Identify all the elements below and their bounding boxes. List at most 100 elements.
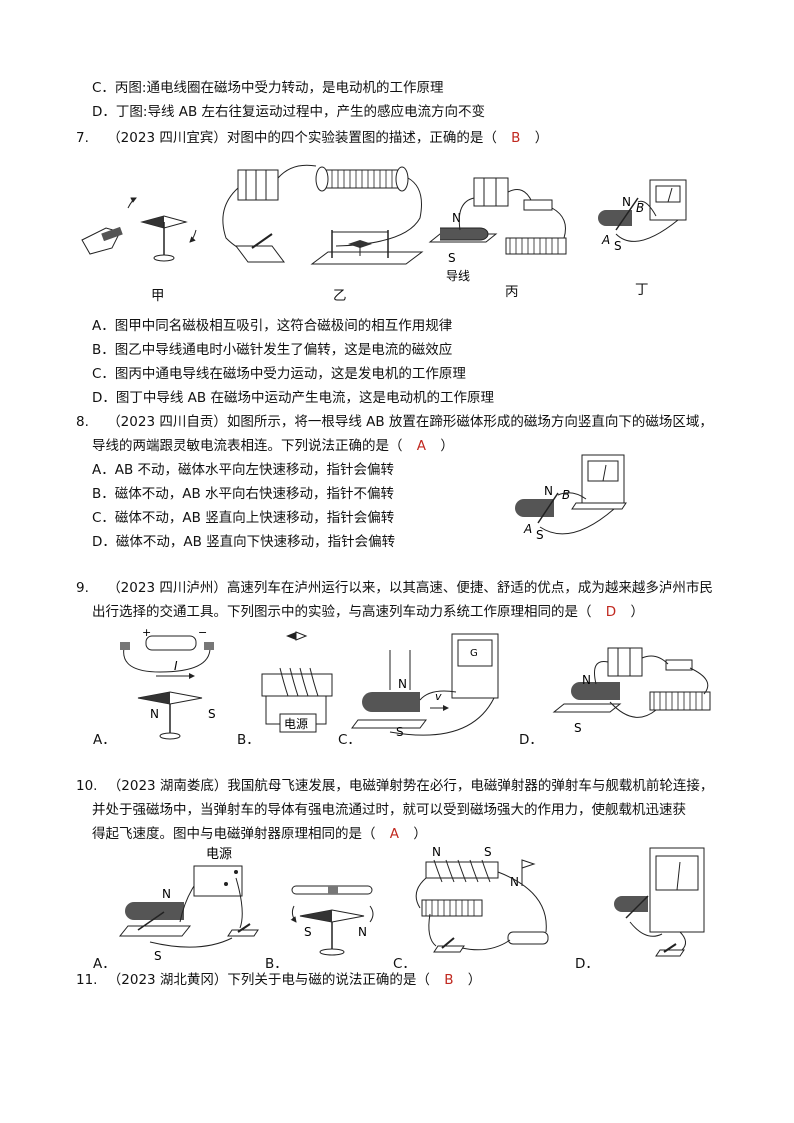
answer-mark: B xyxy=(511,130,521,146)
svg-text:S: S xyxy=(614,239,622,253)
svg-text:S: S xyxy=(208,707,216,721)
question-stem-end: ） xyxy=(413,826,427,842)
svg-text:电源: 电源 xyxy=(284,717,308,731)
caption-bing: 丙 xyxy=(505,284,519,300)
q9-fig-b: 电源 xyxy=(261,631,333,733)
answer-mark: A xyxy=(416,438,427,454)
q9-figure: + − I N S 电源 N S v G N xyxy=(120,626,711,740)
q6-option-c: C．丙图:通电线圈在磁场中受力转动，是电动机的工作原理 xyxy=(92,80,444,96)
q10-stem-line3: 得起飞速度。图中与电磁弹射器原理相同的是（ A ） xyxy=(92,824,427,844)
question-stem: 得起飞速度。图中与电磁弹射器原理相同的是（ xyxy=(92,826,376,842)
q9-label-b: B． xyxy=(237,732,260,748)
q8-option-a: A．AB 不动，磁体水平向左快速移动，指针会偏转 xyxy=(92,462,395,478)
svg-text:N: N xyxy=(432,845,441,859)
svg-text:S: S xyxy=(574,721,582,735)
q9-fig-a: + − I N S xyxy=(120,626,216,740)
question-number: 9. xyxy=(76,580,89,596)
question-stem: 导线的两端跟灵敏电流表相连。下列说法正确的是（ xyxy=(92,438,403,454)
q8-stem-line2: 导线的两端跟灵敏电流表相连。下列说法正确的是（ A ） xyxy=(92,436,454,456)
question-stem-end: ） xyxy=(440,438,454,454)
question-number: 7. xyxy=(76,130,89,146)
fig-yi-oersted xyxy=(222,164,424,265)
q11-stem: 11. （2023 湖北黄冈）下列关于电与磁的说法正确的是（ B ） xyxy=(76,970,481,990)
q7-option-c: C．图丙中通电导线在磁场中受力运动，这是发电机的工作原理 xyxy=(92,366,466,382)
q9-label-d: D． xyxy=(519,732,543,748)
fig-ding-generator: N B A S xyxy=(598,179,687,253)
q7-option-b: B．图乙中导线通电时小磁针发生了偏转，这是电流的磁效应 xyxy=(92,342,453,358)
q10-label-b: B． xyxy=(265,956,288,972)
svg-text:S: S xyxy=(484,845,492,859)
q7-option-d: D．图丁中导线 AB 在磁场中运动产生电流，这是电动机的工作原理 xyxy=(92,390,494,406)
svg-text:N: N xyxy=(510,875,519,889)
svg-text:G: G xyxy=(470,648,478,659)
answer-mark: D xyxy=(605,604,617,620)
q9-label-a: A． xyxy=(93,732,116,748)
svg-text:A: A xyxy=(601,233,610,247)
question-stem: 出行选择的交通工具。下列图示中的实验，与高速列车动力系统工作原理相同的是（ xyxy=(92,604,592,620)
svg-text:N: N xyxy=(622,195,631,209)
svg-text:A: A xyxy=(523,522,532,536)
question-stem-end: ） xyxy=(630,604,645,620)
svg-text:S: S xyxy=(536,528,544,542)
question-stem-end: ） xyxy=(467,972,482,988)
q8-option-b: B．磁体不动，AB 水平向右快速移动，指针不偏转 xyxy=(92,486,395,502)
svg-text:N: N xyxy=(398,677,407,691)
svg-text:v: v xyxy=(435,690,442,703)
svg-text:−: − xyxy=(198,626,207,639)
svg-text:电源: 电源 xyxy=(206,847,232,862)
q10-label-c: C． xyxy=(393,956,416,972)
svg-text:+: + xyxy=(142,626,151,639)
question-stem-end: ） xyxy=(534,130,549,146)
q8-option-c: C．磁体不动，AB 竖直向上快速移动，指针会偏转 xyxy=(92,510,395,526)
svg-text:N: N xyxy=(582,673,591,687)
q9-stem-line2: 出行选择的交通工具。下列图示中的实验，与高速列车动力系统工作原理相同的是（ D … xyxy=(92,602,644,622)
svg-text:S: S xyxy=(448,251,456,265)
q9-label-c: C． xyxy=(338,732,361,748)
svg-text:N: N xyxy=(544,484,553,498)
q8-stem-line1: 8. （2023 四川自贡）如图所示，将一根导线 AB 放置在蹄形磁体形成的磁场… xyxy=(76,412,713,432)
q10-figure: 电源 N S S N N S N xyxy=(118,845,705,963)
question-stem: （2023 四川宜宾）对图中的四个实验装置图的描述，正确的是（ xyxy=(107,130,497,146)
q10-fig-b: S N xyxy=(290,885,374,956)
svg-text:导线: 导线 xyxy=(446,269,470,283)
answer-mark: A xyxy=(389,826,400,842)
q6-option-d: D．丁图:导线 AB 左右往复运动过程中，产生的感应电流方向不变 xyxy=(92,104,486,120)
q7-stem: 7. （2023 四川宜宾）对图中的四个实验装置图的描述，正确的是（ B ） xyxy=(76,128,548,148)
svg-text:S: S xyxy=(396,725,404,739)
svg-text:B: B xyxy=(562,488,570,502)
svg-text:N: N xyxy=(358,925,367,939)
svg-text:B: B xyxy=(636,201,644,215)
q10-stem-line1: 10. （2023 湖南娄底）我国航母飞速发展，电磁弹射势在必行，电磁弹射器的弹… xyxy=(76,776,713,796)
question-number: 10. xyxy=(76,778,98,794)
svg-text:I: I xyxy=(174,659,178,673)
question-stem: （2023 四川泸州）高速列车在泸州运行以来，以其高速、便捷、舒适的优点，成为越… xyxy=(107,580,713,596)
q7-figure: N S 导线 N B A S xyxy=(81,164,687,283)
q10-label-a: A． xyxy=(93,956,116,972)
q8-option-d: D．磁体不动，AB 竖直向下快速移动，指针会偏转 xyxy=(92,534,396,550)
q10-fig-a: 电源 N S xyxy=(118,847,259,963)
fig-bing-motor: N S 导线 xyxy=(428,177,567,283)
question-number: 8. xyxy=(76,414,89,430)
caption-yi: 乙 xyxy=(333,288,347,304)
fig-jia-magnet-needle xyxy=(81,197,197,262)
question-stem: （2023 四川自贡）如图所示，将一根导线 AB 放置在蹄形磁体形成的磁场方向竖… xyxy=(107,414,713,430)
caption-ding: 丁 xyxy=(635,282,649,298)
q9-fig-c: N S v G xyxy=(351,633,499,739)
q10-label-d: D． xyxy=(575,956,599,972)
question-number: 11. xyxy=(76,972,98,988)
q9-stem-line1: 9. （2023 四川泸州）高速列车在泸州运行以来，以其高速、便捷、舒适的优点，… xyxy=(76,578,713,598)
q10-fig-c: N S N xyxy=(415,845,549,953)
caption-jia: 甲 xyxy=(151,288,165,304)
svg-text:N: N xyxy=(150,707,159,721)
svg-text:S: S xyxy=(304,925,312,939)
q9-fig-d: N S xyxy=(552,647,711,735)
q7-option-a: A．图甲中同名磁极相互吸引，这符合磁极间的相互作用规律 xyxy=(92,318,453,334)
svg-text:N: N xyxy=(162,887,171,901)
svg-text:S: S xyxy=(154,949,162,963)
question-stem: （2023 湖南娄底）我国航母飞速发展，电磁弹射势在必行，电磁弹射器的弹射车与舰… xyxy=(107,778,714,794)
q10-stem-line2: 并处于强磁场中，当弹射车的导体有强电流通过时，就可以受到磁场强大的作用力，使舰载… xyxy=(92,802,686,818)
q10-fig-d xyxy=(614,847,705,957)
svg-text:N: N xyxy=(452,211,461,225)
answer-mark: B xyxy=(444,972,454,988)
q8-figure: N B A S xyxy=(515,454,627,542)
